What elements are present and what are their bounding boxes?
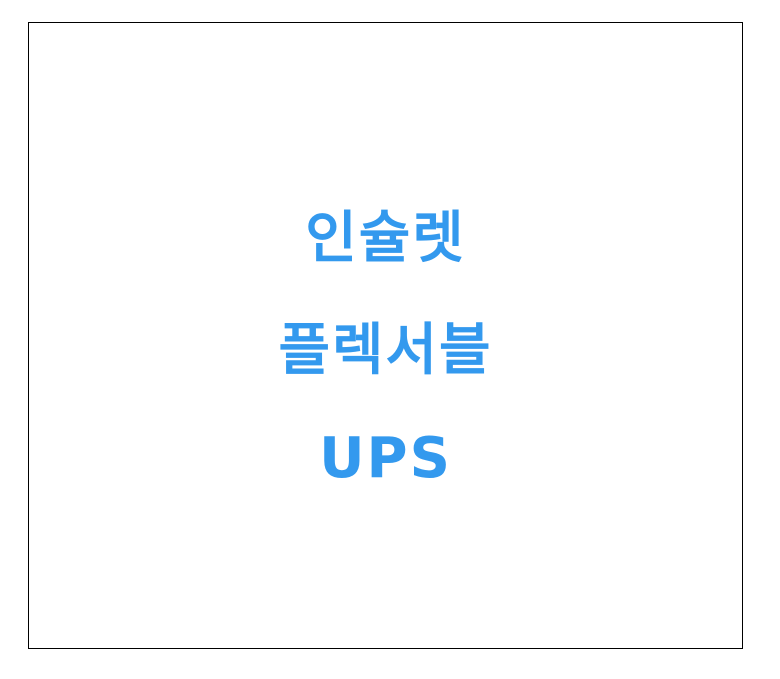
text-line-flexible: 플렉서블	[278, 318, 493, 383]
text-line-insulet: 인슐렛	[305, 206, 466, 271]
text-line-ups: UPS	[319, 426, 452, 491]
content-frame: 인슐렛 플렉서블 UPS	[28, 22, 743, 649]
